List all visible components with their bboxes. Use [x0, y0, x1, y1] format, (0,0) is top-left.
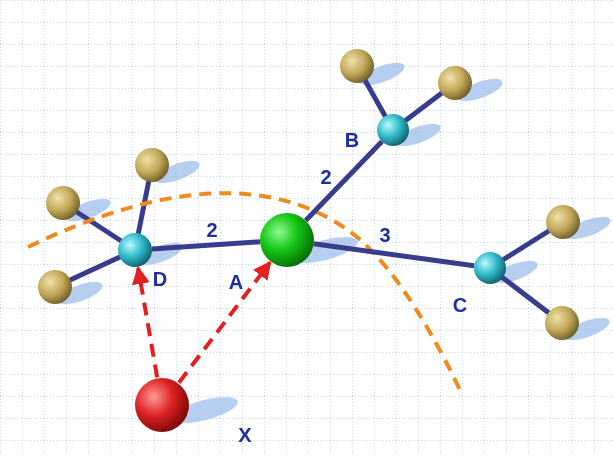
atom-sphere: [377, 114, 409, 146]
central-atom: A: [260, 213, 314, 267]
attack-arc: [28, 193, 460, 390]
bond-line: [152, 242, 260, 249]
bond-line: [306, 142, 382, 221]
bond-line: [314, 244, 474, 266]
atom-circle: [118, 233, 152, 267]
atom-label: X: [238, 425, 251, 445]
atom-circle: [377, 114, 409, 146]
atom-circle: [260, 213, 314, 267]
side-bonds: [55, 66, 563, 323]
attack-arrow: [179, 262, 270, 382]
atom-label: B: [345, 130, 359, 150]
substituent-atom: B: [377, 114, 409, 146]
atom-sphere: [118, 233, 152, 267]
atom-circle: [135, 378, 189, 432]
atom-label: D: [153, 269, 167, 289]
substituent-atom: D: [118, 233, 152, 267]
bond-order-number: 2: [320, 167, 331, 187]
atom-sphere: [260, 213, 314, 267]
nucleophile-atom: X: [135, 378, 189, 432]
atom-sphere: [135, 378, 189, 432]
atom-circle: [474, 252, 506, 284]
atom-sphere: [474, 252, 506, 284]
atom-shadows: [55, 58, 613, 428]
hydrogen-atoms: [38, 49, 580, 340]
atom-label: A: [229, 272, 243, 292]
atom-label: C: [453, 295, 467, 315]
substituent-atom: C: [474, 252, 506, 284]
bond-order-number: 3: [379, 225, 390, 245]
bond-order-number: 2: [206, 220, 217, 240]
